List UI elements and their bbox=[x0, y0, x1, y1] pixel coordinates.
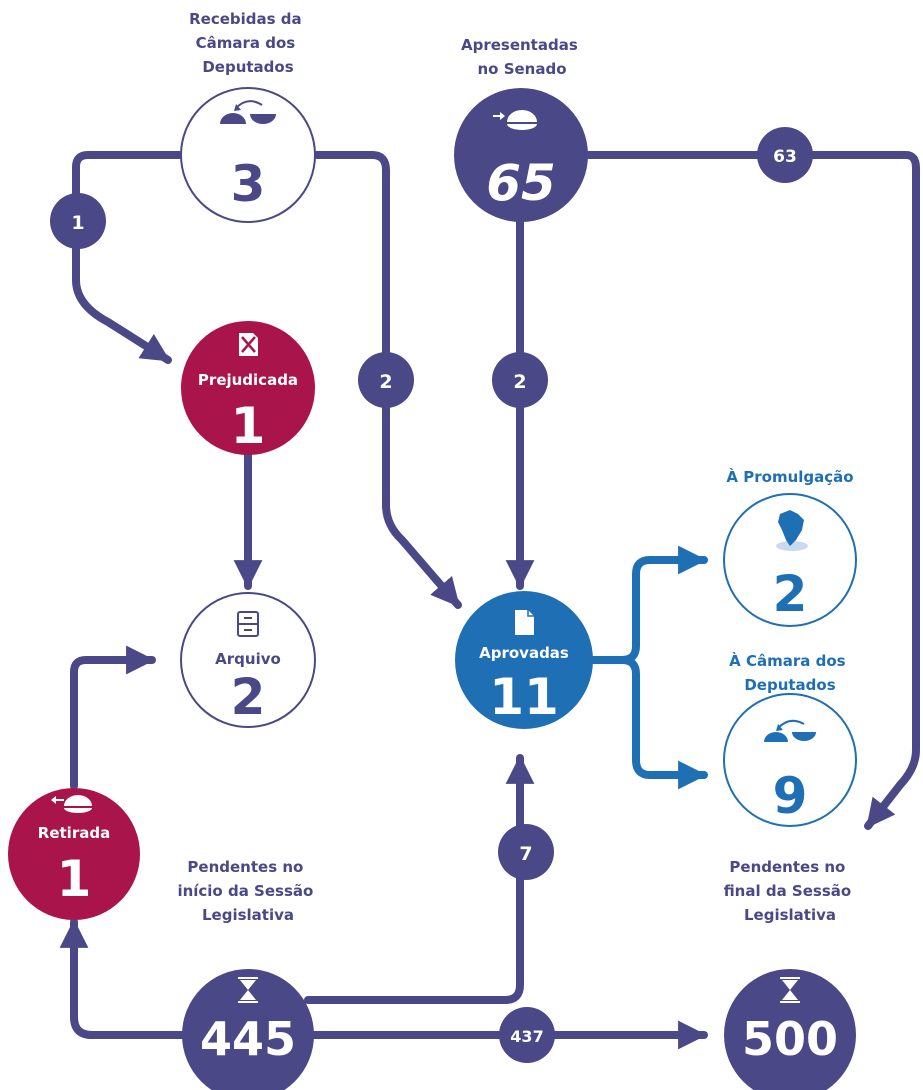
badge-senado-aprovadas: 2 bbox=[492, 352, 548, 408]
dome-arrow-icon bbox=[51, 795, 92, 813]
node-value: 11 bbox=[489, 668, 559, 726]
flow-camara-to-prejudicada bbox=[72, 151, 188, 364]
node-value: 445 bbox=[200, 1012, 296, 1066]
flow-camara-to-aprovadas bbox=[312, 151, 462, 609]
node-recebidas-camara: 3 bbox=[180, 87, 316, 223]
badge-value: 2 bbox=[513, 371, 526, 393]
badge-value: 2 bbox=[379, 371, 392, 393]
badge-value: 7 bbox=[519, 843, 532, 865]
node-camara-out: 9 bbox=[723, 693, 857, 827]
node-aprovadas: Aprovadas 11 bbox=[455, 591, 593, 729]
file-cabinet-icon bbox=[237, 611, 259, 637]
node-value: 1 bbox=[231, 397, 266, 455]
flow-aprovadas-to-camara-out bbox=[618, 656, 708, 790]
node-label: Arquivo bbox=[215, 650, 281, 668]
node-prejudicada: Prejudicada 1 bbox=[181, 321, 315, 455]
node-label: Retirada bbox=[38, 824, 110, 842]
flow-retirada-to-arquivo bbox=[70, 645, 156, 790]
node-pendentes-final: 500 bbox=[724, 969, 856, 1090]
node-value: 2 bbox=[231, 668, 266, 726]
node-value: 1 bbox=[57, 850, 92, 908]
node-value: 3 bbox=[231, 155, 266, 213]
badge-value: 1 bbox=[71, 212, 84, 234]
node-retirada: Retirada 1 bbox=[8, 788, 140, 920]
node-value: 2 bbox=[773, 565, 808, 623]
chamber-icon bbox=[220, 100, 276, 124]
badge-pendentes-aprovadas: 7 bbox=[498, 824, 554, 880]
caption-apresentadas-senado: Apresentadas no Senado bbox=[461, 36, 583, 78]
hourglass-icon bbox=[238, 977, 258, 1003]
badge-pendentes-pendentes-final: 437 bbox=[499, 1007, 555, 1063]
caption-promulgacao: À Promulgação bbox=[726, 467, 853, 486]
caption-camara-out: À Câmara dos Deputados bbox=[729, 651, 851, 694]
node-value: 9 bbox=[773, 767, 808, 825]
flow-pendentes-to-retirada bbox=[59, 918, 188, 1039]
node-label: Prejudicada bbox=[198, 371, 298, 389]
dome-arrow-icon bbox=[493, 110, 537, 130]
badge-camara-aprovadas: 2 bbox=[358, 352, 414, 408]
hourglass-icon bbox=[780, 977, 800, 1003]
node-promulgacao: 2 bbox=[723, 493, 857, 627]
node-label: Aprovadas bbox=[479, 644, 569, 662]
node-apresentadas-senado: 65 bbox=[454, 88, 588, 222]
flow-senado-to-pendentes-final bbox=[581, 151, 920, 830]
flow-aprovadas-to-promulgacao bbox=[586, 545, 708, 664]
brazil-map-icon bbox=[776, 510, 808, 551]
node-value: 500 bbox=[742, 1012, 838, 1066]
caption-pendentes-final: Pendentes no final da Sessão Legislativa bbox=[724, 858, 857, 924]
badge-camara-prejudicada: 1 bbox=[50, 193, 106, 249]
document-icon bbox=[515, 610, 534, 635]
chamber-icon bbox=[764, 719, 816, 742]
node-pendentes-inicio: 445 bbox=[182, 969, 314, 1090]
flow-pendentes-to-aprovadas bbox=[304, 754, 535, 1004]
cancelled-document-icon bbox=[239, 333, 258, 356]
badge-senado-pendentes-final: 63 bbox=[757, 127, 813, 183]
node-value: 65 bbox=[486, 154, 556, 212]
badge-value: 63 bbox=[773, 147, 797, 167]
caption-recebidas-camara: Recebidas da Câmara dos Deputados bbox=[189, 10, 307, 76]
caption-pendentes-inicio: Pendentes no início da Sessão Legislativ… bbox=[177, 858, 318, 924]
badge-value: 437 bbox=[510, 1027, 543, 1046]
node-arquivo: Arquivo 2 bbox=[180, 592, 316, 728]
